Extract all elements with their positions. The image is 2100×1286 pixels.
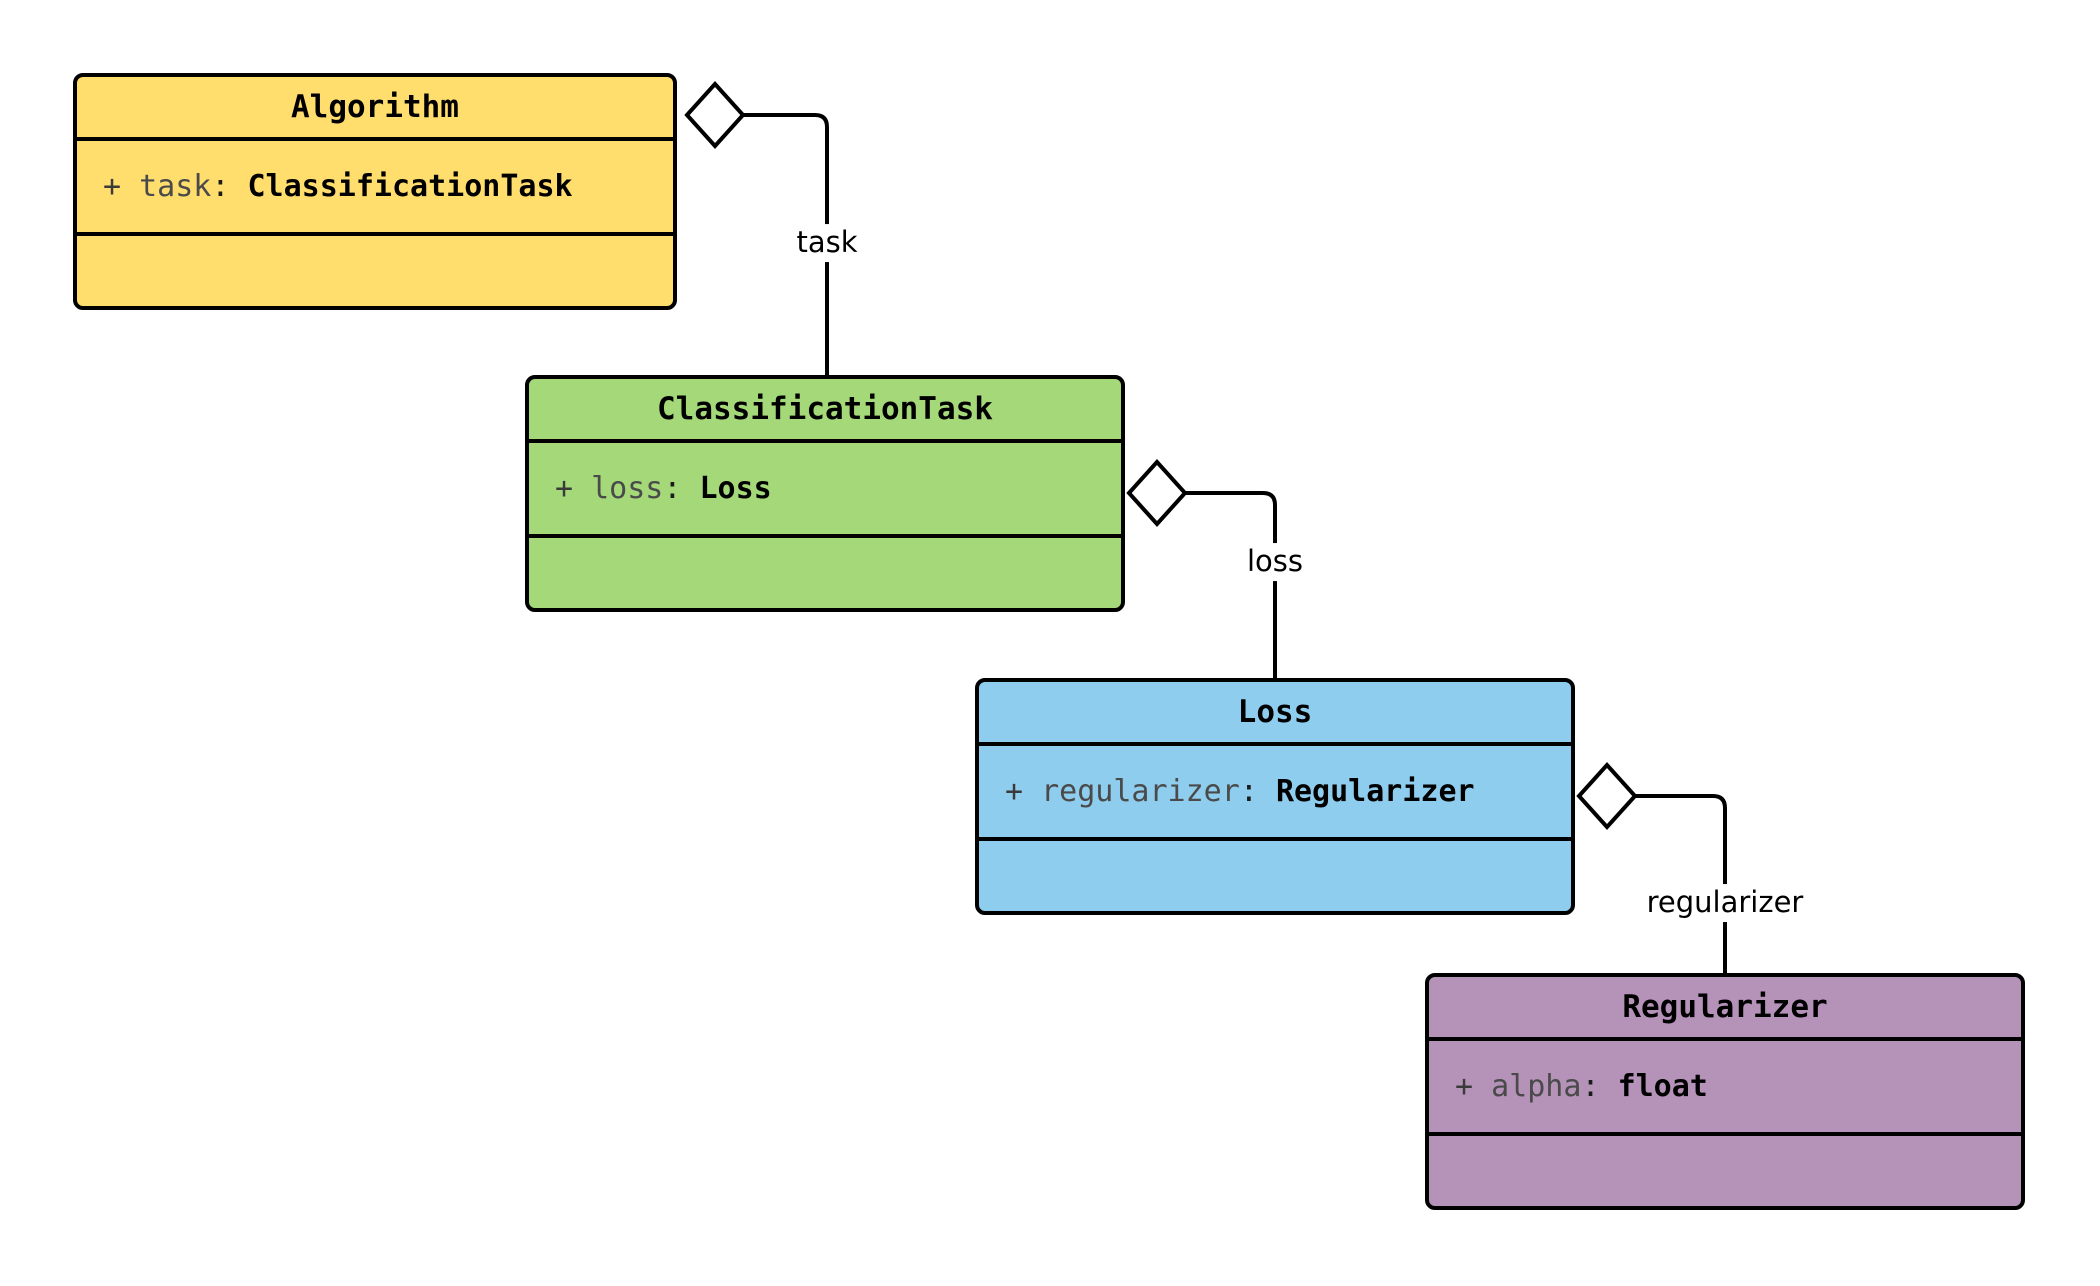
class-name-regularizer: Regularizer <box>1429 977 2021 1041</box>
attributes-compartment-loss: + regularizer: Regularizer <box>979 746 1571 841</box>
class-box-algorithm[interactable]: Algorithm + task: ClassificationTask <box>73 73 677 310</box>
attribute-type: ClassificationTask <box>247 168 573 204</box>
class-name-loss: Loss <box>979 682 1571 746</box>
attribute-name: loss <box>591 470 664 506</box>
methods-compartment-loss <box>979 841 1571 911</box>
attributes-compartment-classification-task: + loss: Loss <box>529 443 1121 538</box>
attribute-row: + regularizer: Regularizer <box>1005 773 1571 809</box>
class-box-regularizer[interactable]: Regularizer + alpha: float <box>1425 973 2025 1210</box>
attribute-visibility: + <box>1005 773 1024 809</box>
attribute-row: + alpha: float <box>1455 1068 2021 1104</box>
attribute-visibility: + <box>555 470 574 506</box>
attribute-type: Regularizer <box>1275 773 1475 809</box>
attribute-separator: : <box>211 168 248 204</box>
class-name-algorithm: Algorithm <box>77 77 673 141</box>
aggregation-diamond-icon <box>1576 762 1638 830</box>
edge-label-algorithm-task: task <box>789 224 865 262</box>
class-box-loss[interactable]: Loss + regularizer: Regularizer <box>975 678 1575 915</box>
attribute-row: + task: ClassificationTask <box>103 168 673 204</box>
relation-line-task-loss <box>1185 491 1277 678</box>
aggregation-diamond-icon <box>684 81 746 149</box>
attribute-separator: : <box>1581 1068 1618 1104</box>
attribute-name: task <box>139 168 212 204</box>
class-name-classification-task: ClassificationTask <box>529 379 1121 443</box>
edge-label-loss-regularizer: regularizer <box>1639 884 1811 922</box>
attributes-compartment-algorithm: + task: ClassificationTask <box>77 141 673 236</box>
attribute-name: alpha <box>1491 1068 1582 1104</box>
attribute-type: Loss <box>699 470 772 506</box>
methods-compartment-classification-task <box>529 538 1121 608</box>
relation-loss-regularizer <box>1576 762 1727 973</box>
methods-compartment-regularizer <box>1429 1136 2021 1206</box>
edge-label-task-loss: loss <box>1239 543 1311 581</box>
attribute-separator: : <box>663 470 700 506</box>
attributes-compartment-regularizer: + alpha: float <box>1429 1041 2021 1136</box>
attribute-separator: : <box>1239 773 1276 809</box>
attribute-type: float <box>1617 1068 1708 1104</box>
class-box-classification-task[interactable]: ClassificationTask + loss: Loss <box>525 375 1125 612</box>
aggregation-diamond-icon <box>1126 459 1188 527</box>
methods-compartment-algorithm <box>77 236 673 306</box>
attribute-name: regularizer <box>1041 773 1240 809</box>
attribute-visibility: + <box>103 168 122 204</box>
attribute-row: + loss: Loss <box>555 470 1121 506</box>
attribute-visibility: + <box>1455 1068 1474 1104</box>
